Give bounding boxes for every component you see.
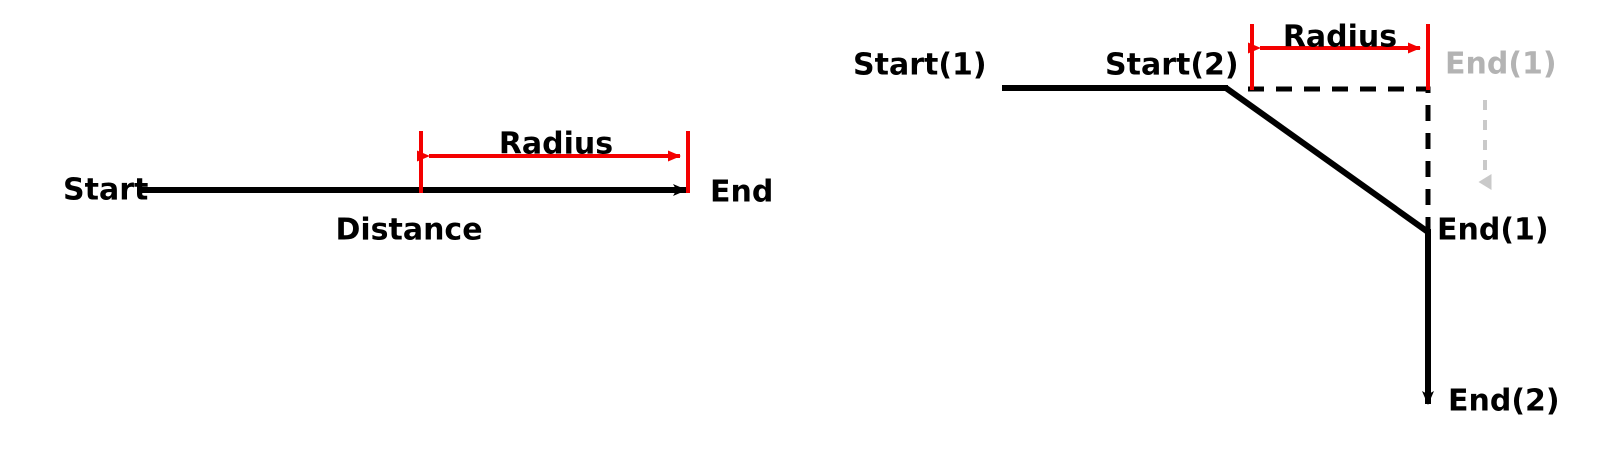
right-label-radius: Radius	[1283, 20, 1397, 55]
left-label-end: End	[710, 175, 773, 210]
left-label-radius: Radius	[499, 127, 613, 162]
right-panel-group: Start(1) Start(2) Radius End(1) End(1) E…	[853, 20, 1560, 419]
left-label-start: Start	[63, 173, 148, 208]
right-diagonal-segment	[1224, 85, 1430, 235]
left-panel-group: Start End Radius Distance	[63, 127, 773, 248]
right-label-end-1: End(1)	[1437, 213, 1549, 248]
right-label-start-1: Start(1)	[853, 48, 987, 83]
right-label-start-2: Start(2)	[1105, 48, 1239, 83]
right-label-end-2: End(2)	[1448, 384, 1560, 419]
left-label-distance: Distance	[335, 213, 482, 248]
right-label-end-1-ghost: End(1)	[1445, 47, 1557, 82]
